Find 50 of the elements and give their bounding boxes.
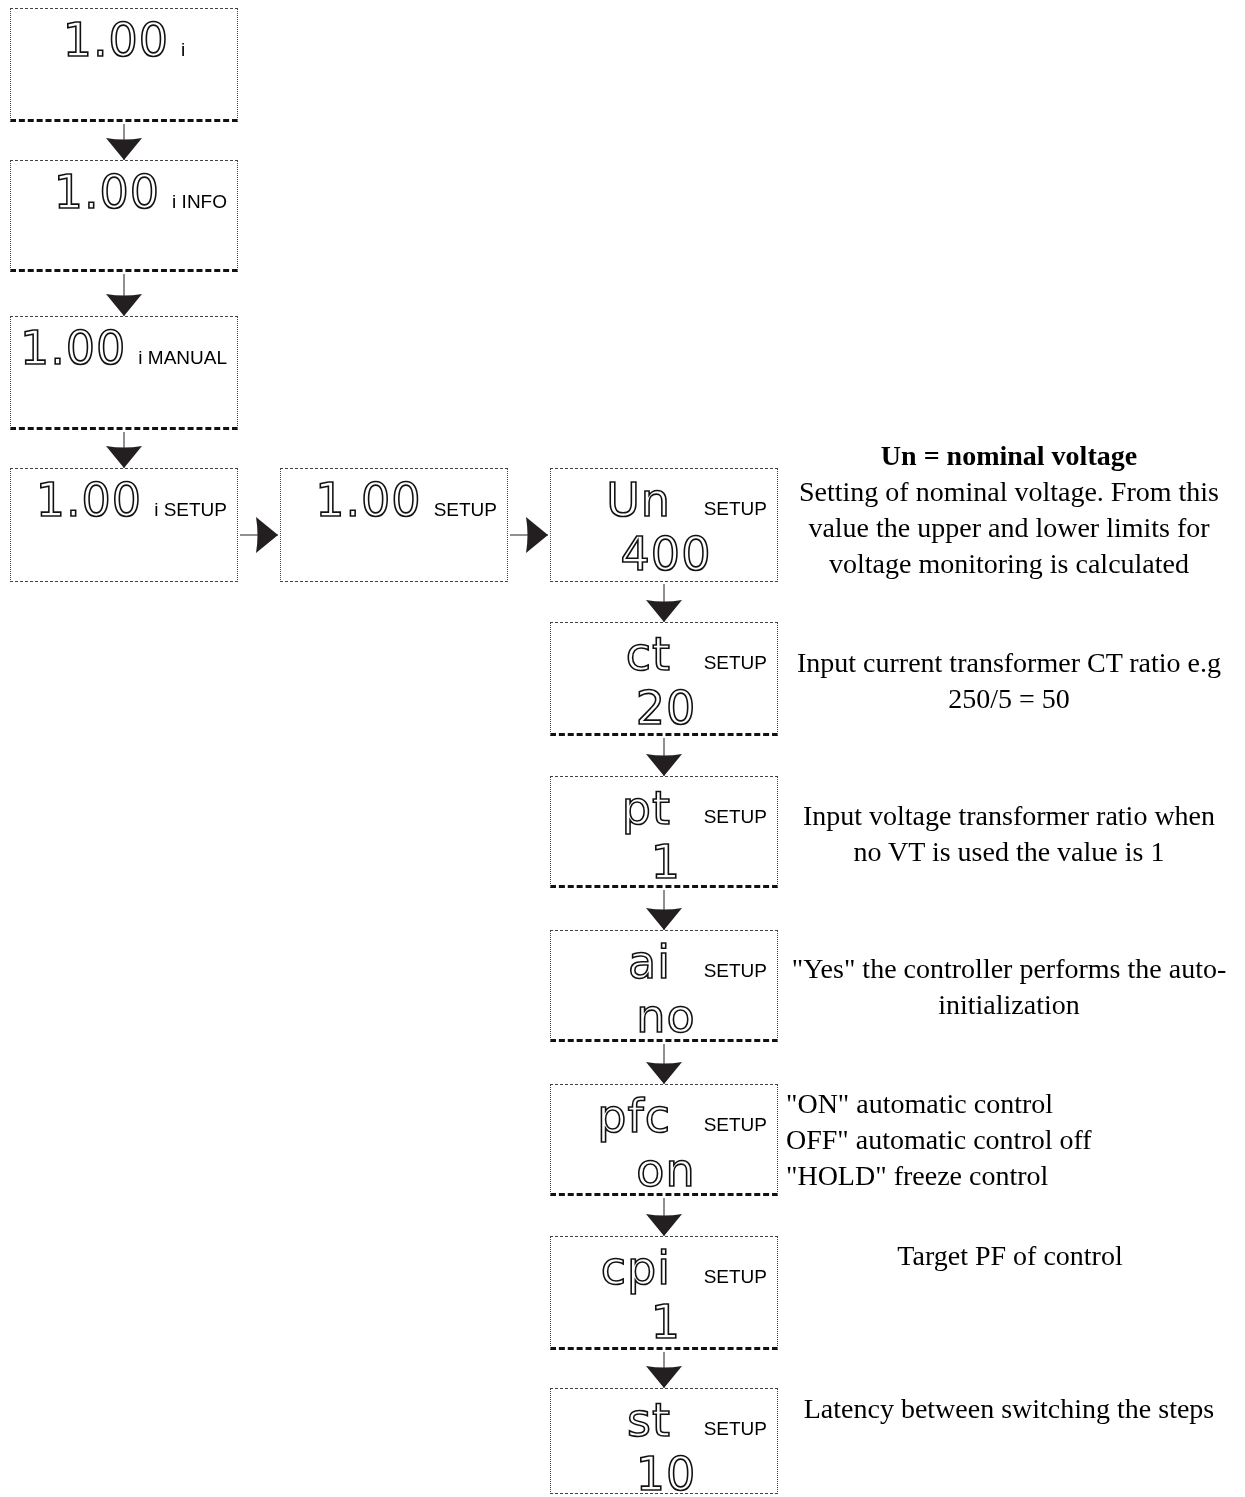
display-screen [280,468,508,582]
description-text: Input current transformer CT ratio e.g 250/5 = 50 [796,646,1222,716]
description-text: "ON" automatic control [786,1087,1054,1121]
mode-indicator: i [181,40,186,62]
description-text: "HOLD" freeze control [786,1159,1050,1193]
display-screen [550,776,778,888]
mode-indicator: SETUP [703,961,767,980]
display-value: 1.00 [62,17,170,63]
display-screen [550,930,778,1042]
display-value: 1.00 [53,169,161,215]
mode-indicator: i SETUP [154,500,227,522]
display-value: 1 [650,1299,682,1345]
display-screen [10,160,238,272]
mode-indicator: SETUP [703,499,767,518]
mode-indicator: SETUP [703,1419,767,1438]
display-value: 400 [620,531,712,577]
display-value: 1 [650,839,682,885]
display-screen [10,316,238,430]
display-screen [550,1236,778,1350]
display-value: 1.00 [35,477,143,523]
description-text: Setting of nominal voltage. From this value the upper and lower limits for voltage monitoring is calculated [798,475,1220,581]
display-screen [10,8,238,122]
display-code: ct [625,631,671,677]
display-value: 1.00 [19,325,127,371]
display-value: 20 [635,685,697,731]
mode-indicator: SETUP [703,1267,767,1286]
display-screen [550,1388,778,1494]
description-heading: Un = nominal voltage [879,439,1139,473]
display-screen [10,468,238,582]
display-code: ai [628,939,671,985]
description-text: Input voltage transformer ratio when no VT is used the value is 1 [801,799,1217,869]
display-screen [550,468,778,582]
mode-indicator: SETUP [433,500,497,522]
display-value: 10 [635,1451,697,1497]
display-screen [550,1084,778,1196]
display-value: on [636,1147,696,1193]
display-value: no [636,993,696,1039]
mode-indicator: SETUP [703,1115,767,1134]
display-code: st [627,1397,671,1443]
mode-indicator: SETUP [703,807,767,826]
mode-indicator: SETUP [703,653,767,672]
display-code: Un [606,477,671,523]
display-screen [550,622,778,736]
description-text: OFF" automatic control off [786,1123,1093,1157]
mode-indicator: i INFO [172,192,227,214]
description-text: Target PF of control [897,1239,1123,1273]
mode-indicator: i MANUAL [138,348,227,370]
display-value: 1.00 [315,477,422,523]
description-text: Latency between switching the steps [802,1392,1216,1426]
description-text: "Yes" the controller performs the auto-initialization [790,952,1228,1022]
